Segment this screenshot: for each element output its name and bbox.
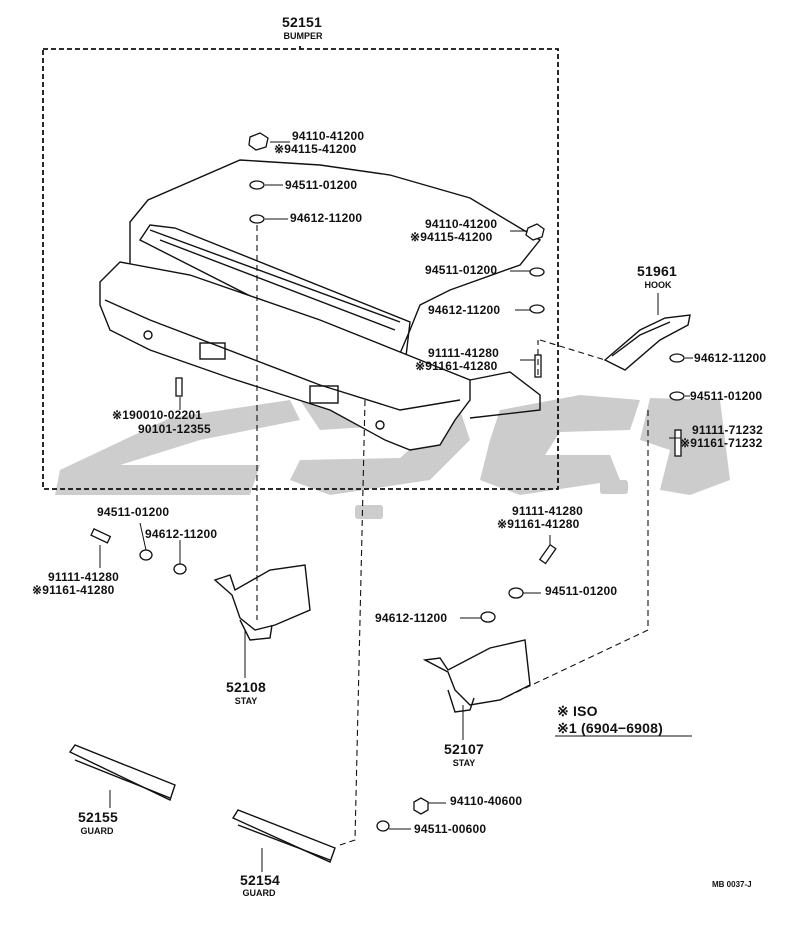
bumper-part-number: 52151 bbox=[282, 14, 322, 30]
part-label-94511-01200-d: 94511-01200 bbox=[545, 584, 618, 598]
part-label-94511-01200-a: 94511-01200 bbox=[285, 178, 358, 192]
part-label-94511-00600: 94511-00600 bbox=[414, 822, 487, 836]
part-label-91161-41280-d: ※91161-41280 bbox=[497, 517, 580, 531]
stay-52108-part-name: STAY bbox=[234, 696, 258, 706]
legend-range: ※1 (6904−6908) bbox=[557, 720, 663, 736]
stay-52108 bbox=[213, 564, 311, 641]
hardware bbox=[90, 132, 685, 832]
part-label-94511-01200-b: 94511-01200 bbox=[425, 263, 498, 277]
stay-52107 bbox=[422, 639, 531, 713]
stay-52107-part-number: 52107 bbox=[444, 741, 484, 757]
figure-code: MB 0037-J bbox=[712, 880, 752, 889]
part-label-94612-11200-hook: 94612-11200 bbox=[694, 351, 767, 365]
legend-iso: ※ ISO bbox=[557, 703, 598, 719]
part-label-90101-12355: 90101-12355 bbox=[138, 422, 211, 436]
part-label-94511-01200-hook: 94511-01200 bbox=[690, 389, 763, 403]
watermark-logo bbox=[55, 395, 730, 519]
part-label-94612-11200-b: 94612-11200 bbox=[428, 303, 501, 317]
part-label-90010-02201: ※190010-02201 bbox=[112, 408, 203, 422]
part-label-91161-41280-a: ※91161-41280 bbox=[415, 359, 498, 373]
part-label-91111-41280-a: 91111-41280 bbox=[428, 346, 499, 360]
part-label-94511-01200-c: 94511-01200 bbox=[97, 505, 170, 519]
part-label-91111-41280-d: 91111-41280 bbox=[512, 504, 583, 518]
guard-52154 bbox=[231, 809, 336, 863]
guard-52154-part-number: 52154 bbox=[240, 872, 280, 888]
part-label-91111-41280-c: 91111-41280 bbox=[48, 570, 119, 584]
guard-52155-part-name: GUARD bbox=[80, 826, 114, 836]
part-label-91111-71232: 91111-71232 bbox=[692, 423, 763, 437]
hook-part bbox=[603, 314, 691, 371]
guard-52155 bbox=[68, 744, 176, 801]
stay-52107-part-name: STAY bbox=[452, 758, 476, 768]
part-label-94110-41200-a: 94110-41200 bbox=[292, 129, 365, 143]
part-label-94115-41200-b: ※94115-41200 bbox=[410, 230, 493, 244]
part-label-91161-71232: ※91161-71232 bbox=[680, 436, 763, 450]
bumper-assembly-box bbox=[42, 46, 559, 490]
part-label-94110-40600: 94110-40600 bbox=[450, 794, 523, 808]
guard-52154-part-name: GUARD bbox=[242, 888, 276, 898]
hook-part-name: HOOK bbox=[644, 280, 672, 290]
part-label-94115-41200-a: ※94115-41200 bbox=[274, 142, 357, 156]
part-label-94612-11200-c: 94612-11200 bbox=[145, 527, 218, 541]
alignment-dashes bbox=[256, 225, 649, 846]
part-label-94612-11200-d: 94612-11200 bbox=[375, 611, 448, 625]
bumper-body bbox=[99, 159, 542, 451]
part-label-94612-11200-a: 94612-11200 bbox=[290, 211, 363, 225]
hook-part-number: 51961 bbox=[637, 263, 677, 279]
bumper-part-name: BUMPER bbox=[283, 31, 323, 41]
part-label-94110-41200-b: 94110-41200 bbox=[425, 217, 498, 231]
leader-lines bbox=[99, 141, 693, 872]
part-label-91161-41280-c: ※91161-41280 bbox=[32, 583, 115, 597]
guard-52155-part-number: 52155 bbox=[78, 809, 118, 825]
stay-52108-part-number: 52108 bbox=[226, 679, 266, 695]
